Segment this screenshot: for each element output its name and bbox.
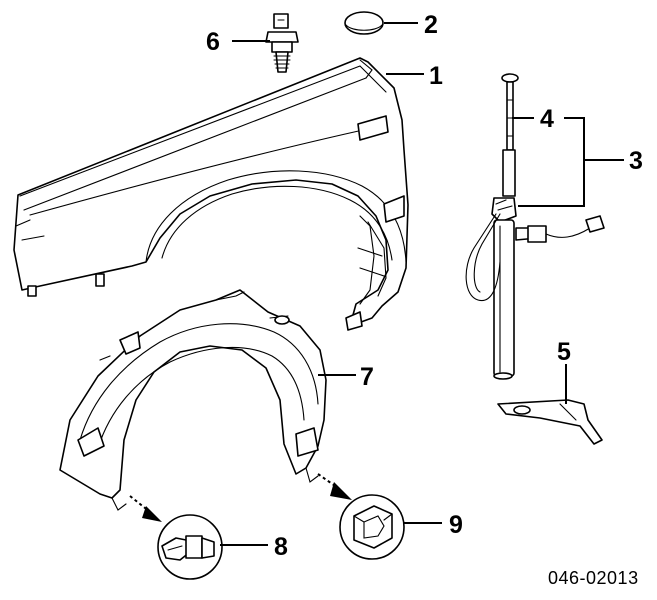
grommet-part [344, 11, 384, 35]
diagram-code: 046-02013 [548, 568, 639, 588]
callout-9: 9 [449, 511, 463, 539]
callout-2: 2 [424, 11, 438, 39]
callout-8: 8 [274, 533, 288, 561]
callout-4: 4 [540, 105, 554, 133]
leader-lines [220, 22, 624, 546]
callout-1: 1 [429, 62, 443, 90]
arrow-to-clip-9 [317, 473, 352, 500]
fender-liner-part [59, 289, 327, 511]
antenna-bracket-part [497, 399, 603, 445]
arrow-to-clip-8 [129, 495, 162, 522]
push-pin-clip-part [157, 514, 223, 580]
stud-bolt-part [265, 13, 299, 73]
callout-3: 3 [629, 147, 643, 175]
front-fender-part [13, 57, 409, 331]
power-antenna-part [465, 73, 605, 380]
callout-7: 7 [360, 363, 374, 391]
retainer-clip-part [339, 494, 405, 560]
callout-5: 5 [557, 338, 571, 366]
callout-6: 6 [206, 28, 220, 56]
